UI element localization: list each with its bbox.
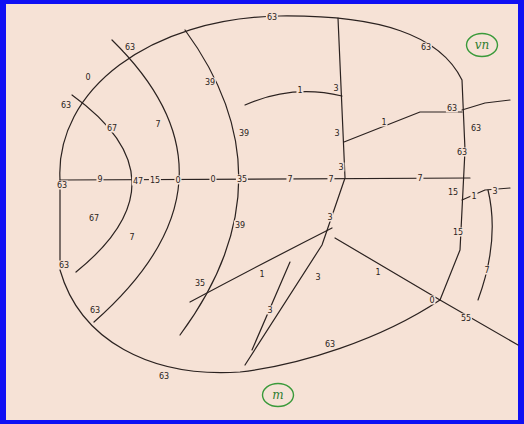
- region-number: 35: [236, 175, 248, 184]
- region-number: 7: [128, 233, 135, 242]
- region-number: 63: [158, 372, 170, 381]
- region-number: 63: [456, 148, 468, 157]
- region-number: 39: [238, 129, 250, 138]
- paper-sheet: [6, 4, 518, 420]
- region-number: 7: [154, 120, 161, 129]
- region-number: 63: [58, 261, 70, 270]
- region-number: 7: [416, 174, 423, 183]
- region-number: 1: [296, 86, 303, 95]
- region-number: 0: [84, 73, 91, 82]
- marker-circle: vn: [465, 32, 499, 58]
- region-number: 7: [286, 175, 293, 184]
- region-number: 67: [88, 214, 100, 223]
- region-number: 7: [483, 266, 490, 275]
- region-number: 63: [324, 340, 336, 349]
- region-number: 3: [337, 163, 344, 172]
- region-number: 0: [428, 296, 435, 305]
- region-number: 63: [266, 13, 278, 22]
- region-number: 15: [447, 188, 459, 197]
- region-number: 3: [333, 129, 340, 138]
- region-number: 15: [452, 228, 464, 237]
- region-number: 63: [124, 43, 136, 52]
- region-number: 63: [446, 104, 458, 113]
- marker-circle: m: [261, 382, 295, 408]
- region-number: 55: [460, 314, 472, 323]
- region-number: 35: [194, 279, 206, 288]
- region-number: 63: [56, 181, 68, 190]
- region-number: 1: [374, 268, 381, 277]
- region-number: 3: [332, 84, 339, 93]
- region-number: 3: [314, 273, 321, 282]
- region-number: 3: [266, 306, 273, 315]
- region-number: 1: [258, 270, 265, 279]
- region-number: 63: [89, 306, 101, 315]
- region-number: 15: [149, 176, 161, 185]
- region-number: 63: [60, 101, 72, 110]
- region-number: 63: [420, 43, 432, 52]
- region-number: 0: [174, 176, 181, 185]
- region-number: 1: [470, 192, 477, 201]
- region-number: 47: [132, 177, 144, 186]
- marker-text: m: [261, 388, 295, 402]
- region-number: 67: [106, 124, 118, 133]
- marker-text: vn: [465, 38, 499, 52]
- region-number: 39: [234, 221, 246, 230]
- region-number: 3: [491, 187, 498, 196]
- region-number: 39: [204, 78, 216, 87]
- region-number: 0: [209, 175, 216, 184]
- region-number: 3: [326, 213, 333, 222]
- region-number: 7: [327, 175, 334, 184]
- region-number: 1: [380, 118, 387, 127]
- region-number: 9: [96, 175, 103, 184]
- region-number: 63: [470, 124, 482, 133]
